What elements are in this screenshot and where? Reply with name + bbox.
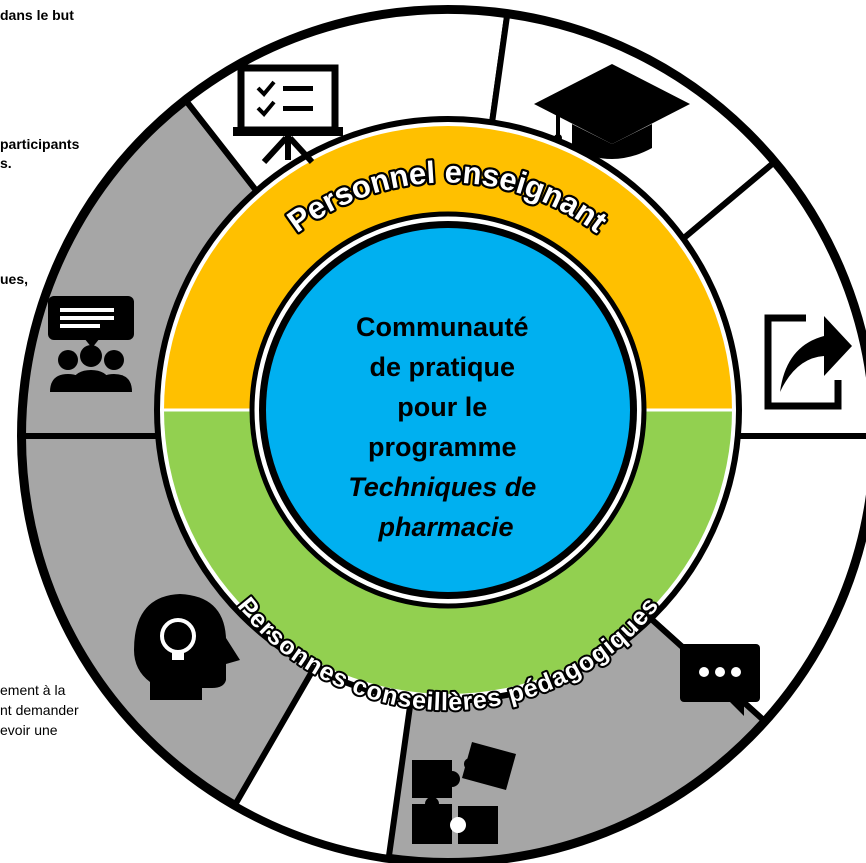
graduation-cap-icon — [534, 64, 690, 159]
discussion-group-icon — [48, 296, 134, 392]
side-text-3: s. — [0, 155, 12, 171]
center-title: Communauté de pratique pour le programme… — [348, 312, 544, 542]
center-line-2: de pratique — [369, 352, 515, 382]
idea-head-icon — [134, 594, 240, 700]
center-circle — [266, 228, 630, 592]
center-line-6: pharmacie — [377, 512, 513, 542]
puzzle-icon — [412, 742, 516, 844]
center-line-3: pour le — [397, 392, 487, 422]
presentation-board-icon — [233, 64, 343, 165]
side-text-2: participants — [0, 136, 80, 152]
center-line-5: Techniques de — [348, 472, 536, 502]
outer-ring-border — [17, 5, 866, 863]
center-line-1: Communauté — [356, 312, 529, 342]
side-text-4: ues, — [0, 271, 29, 287]
side-text-6: nt demander — [0, 702, 79, 718]
side-text-1: dans le but — [0, 7, 74, 23]
side-text-7: evoir une — [0, 722, 58, 738]
share-arrow-icon — [764, 314, 852, 410]
side-text-5: ement à la — [0, 682, 66, 698]
chat-bubble-icon — [680, 644, 760, 716]
center-line-4: programme — [368, 432, 517, 462]
